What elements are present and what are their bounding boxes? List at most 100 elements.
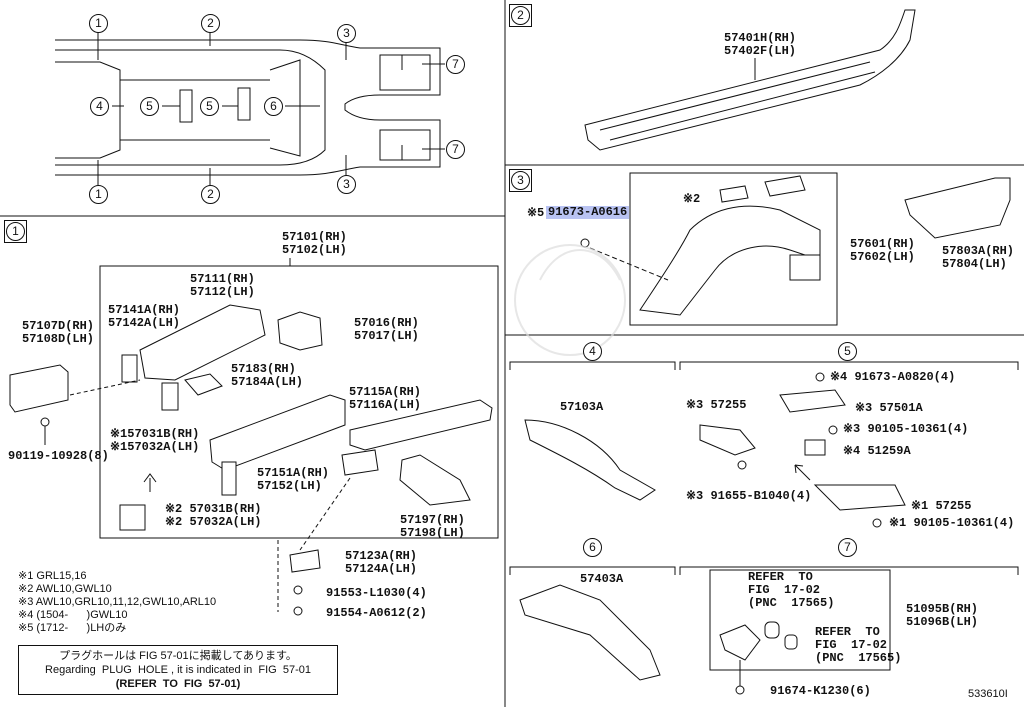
part-label-57255-lower[interactable]: ※1 57255 <box>911 499 972 513</box>
part-label-91553[interactable]: 91553-L1030(4) <box>326 586 427 600</box>
bolt-90119-drawing <box>40 417 50 427</box>
part-57141-drawing <box>121 354 138 383</box>
section-marker-box-2 <box>509 4 532 27</box>
group-box-57101 <box>99 265 499 539</box>
part-57107-drawing <box>9 364 69 413</box>
overview-callout-4[interactable]: 4 <box>90 97 109 116</box>
part-label-90105-lower[interactable]: ※1 90105-10361(4) <box>889 516 1015 530</box>
part-57197-drawing <box>399 454 471 506</box>
part-label-57803[interactable]: 57803A(RH) 57804(LH) <box>942 244 1015 271</box>
part-label-x2: ※2 <box>683 192 701 206</box>
part-label-57111[interactable]: 57111(RH) 57112(LH) <box>190 272 255 299</box>
part-label-91674[interactable]: 91674-K1230(6) <box>770 684 871 698</box>
bolt-leader <box>589 247 669 281</box>
bolt-91553-drawing <box>293 585 303 595</box>
overview-callout-3-top[interactable]: 3 <box>337 24 356 43</box>
panel5-part-drawings <box>699 372 906 528</box>
part-label-57123[interactable]: 57123A(RH) 57124A(LH) <box>345 549 418 576</box>
part-51259-drawing <box>804 439 826 456</box>
part-57501-drawing <box>779 389 846 413</box>
part-label-51095[interactable]: 51095B(RH) 51096B(LH) <box>906 602 979 629</box>
part-label-91673-a0616-highlighted[interactable]: 91673-A0616 <box>546 205 630 219</box>
side-sill-57401-drawing <box>584 9 916 151</box>
section-marker-6: 6 <box>583 538 602 557</box>
overview-callout-3-bottom[interactable]: 3 <box>337 175 356 194</box>
part-51095-drawing <box>719 624 761 661</box>
section-marker-5: 5 <box>838 342 857 361</box>
small-bracket-drawing <box>719 185 749 203</box>
panel7-part-drawings <box>719 621 798 695</box>
bracket-4 <box>509 361 676 370</box>
part-label-57101[interactable]: 57101(RH) 57102(LH) <box>282 230 347 257</box>
part-label-57601[interactable]: 57601(RH) 57602(LH) <box>850 237 915 264</box>
footnote-2: ※2 AWL10,GWL10 <box>18 583 112 595</box>
panel7-box <box>709 569 891 671</box>
part-label-57031[interactable]: ※157031B(RH) ※157032A(LH) <box>110 427 200 454</box>
part-57115-rail-drawing <box>349 399 493 451</box>
overview-callout-7-top[interactable]: 7 <box>446 55 465 74</box>
part-57103-drawing <box>524 419 656 501</box>
refer-fig-17-02-upper[interactable]: REFER TO FIG 17-02 (PNC 17565) <box>748 570 835 610</box>
part-57031b-drawing <box>119 504 146 531</box>
part-label-57401[interactable]: 57401H(RH) 57402F(LH) <box>724 31 797 58</box>
part-57016-drawing <box>277 311 323 351</box>
mount-drawing <box>789 254 821 281</box>
bracket-6 <box>509 566 676 575</box>
part-57183-drawing <box>184 373 223 396</box>
overview-callout-1-top[interactable]: 1 <box>89 14 108 33</box>
part-label-90105-upper[interactable]: ※3 90105-10361(4) <box>843 422 969 436</box>
part-label-90119[interactable]: 90119-10928(8) <box>8 449 109 463</box>
part-label-57031b[interactable]: ※2 57031B(RH) ※2 57032A(LH) <box>165 502 262 529</box>
arrow-up <box>143 473 157 492</box>
refer-fig-17-02-lower[interactable]: REFER TO FIG 17-02 (PNC 17565) <box>815 625 902 665</box>
panel3-part-drawings <box>580 175 1011 316</box>
part-label-91673-a0820[interactable]: ※4 91673-A0820(4) <box>830 370 956 384</box>
note-line-en: Regarding PLUG HOLE , it is indicated in… <box>45 664 311 676</box>
part-label-57501[interactable]: ※3 57501A <box>855 401 923 415</box>
part-label-57016[interactable]: 57016(RH) 57017(LH) <box>354 316 419 343</box>
part-label-57141[interactable]: 57141A(RH) 57142A(LH) <box>108 303 181 330</box>
panel1-part-drawings <box>9 304 493 616</box>
overview-callout-2-bottom[interactable]: 2 <box>201 185 220 204</box>
overview-callout-7-bottom[interactable]: 7 <box>446 140 465 159</box>
part-57803-drawing <box>904 177 1011 239</box>
part-label-91554[interactable]: 91554-A0612(2) <box>326 606 427 620</box>
part-57255-upper-drawing <box>699 424 756 456</box>
footnote-3: ※3 AWL10,GRL10,11,12,GWL10,ARL10 <box>18 596 217 608</box>
part-57403-drawing <box>519 584 661 681</box>
part-label-91655[interactable]: ※3 91655-B1040(4) <box>686 489 812 503</box>
footnote-marker-5: ※5 <box>527 206 545 220</box>
section-marker-3: 3 <box>511 171 530 190</box>
section-marker-1: 1 <box>6 222 25 241</box>
footnote-4: ※4 (1504- )GWL10 <box>18 609 128 621</box>
overview-callout-5b[interactable]: 5 <box>200 97 219 116</box>
footnote-5: ※5 (1712- )LHのみ <box>18 622 127 634</box>
panel1-leaders <box>44 379 351 612</box>
section-marker-2: 2 <box>511 6 530 25</box>
part-label-57151[interactable]: 57151A(RH) 57152(LH) <box>257 466 330 493</box>
section-marker-box-1 <box>4 220 27 243</box>
overview-callout-5a[interactable]: 5 <box>140 97 159 116</box>
underbody-overview-drawing <box>55 39 441 176</box>
part-label-57107[interactable]: 57107D(RH) 57108D(LH) <box>22 319 95 346</box>
part-label-57403[interactable]: 57403A <box>580 572 624 586</box>
part-57111-drawing <box>139 304 266 381</box>
overview-callout-2-top[interactable]: 2 <box>201 14 220 33</box>
note-line-ja: プラグホールは FIG 57-01に掲載してあります。 <box>59 650 297 662</box>
plug-hole-note: プラグホールは FIG 57-01に掲載してあります。 Regarding PL… <box>18 645 338 695</box>
part-label-57255-upper[interactable]: ※3 57255 <box>686 398 747 412</box>
note-line-refer[interactable]: (REFER TO FIG 57-01) <box>115 678 241 690</box>
section-marker-4: 4 <box>583 342 602 361</box>
part-label-57183[interactable]: 57183(RH) 57184A(LH) <box>231 362 304 389</box>
part-label-57115[interactable]: 57115A(RH) 57116A(LH) <box>349 385 422 412</box>
part-label-57197[interactable]: 57197(RH) 57198(LH) <box>400 513 465 540</box>
overview-callout-6[interactable]: 6 <box>264 97 283 116</box>
overview-callout-1-bottom[interactable]: 1 <box>89 185 108 204</box>
part-label-51259[interactable]: ※4 51259A <box>843 444 911 458</box>
section-marker-box-3 <box>509 169 532 192</box>
footnote-1: ※1 GRL15,16 <box>18 570 87 582</box>
drawing-id: 533610I <box>968 688 1008 700</box>
bracket-7 <box>679 566 1019 575</box>
part-label-57103[interactable]: 57103A <box>560 400 604 414</box>
